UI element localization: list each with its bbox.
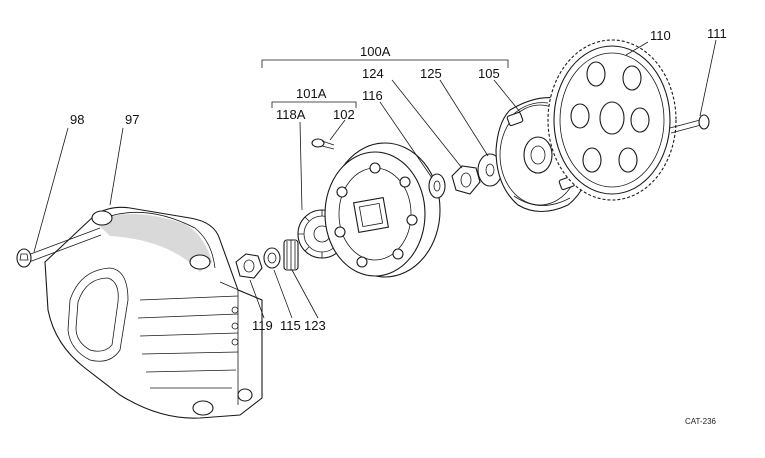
label-111: 111 — [707, 26, 727, 41]
part-124-nut — [451, 165, 481, 195]
label-124: 124 — [362, 66, 384, 81]
part-123-sprocket — [283, 239, 299, 271]
part-119-nut — [235, 253, 263, 279]
part-111-bolt — [669, 114, 710, 134]
label-98: 98 — [70, 112, 84, 127]
label-100A: 100A — [360, 44, 391, 59]
label-119: 119 — [252, 318, 273, 333]
label-97: 97 — [125, 112, 139, 127]
label-116: 116 — [362, 88, 383, 103]
part-116-washer — [428, 173, 446, 199]
label-125: 125 — [420, 66, 442, 81]
label-102: 102 — [333, 107, 355, 122]
label-115: 115 — [280, 318, 301, 333]
part-97-cover — [44, 206, 263, 419]
leader-lines — [33, 39, 717, 319]
label-101A: 101A — [296, 86, 327, 101]
part-98-bolt — [16, 227, 102, 268]
part-110-gear — [547, 39, 677, 201]
label-123: 123 — [304, 318, 326, 333]
catalog-code: CAT-236 — [685, 417, 717, 426]
label-105: 105 — [478, 66, 500, 81]
part-115-washer — [263, 247, 281, 269]
part-102-screw — [311, 138, 335, 150]
label-110: 110 — [650, 28, 671, 43]
label-118A: 118A — [276, 107, 306, 122]
part-101A-clutch-bell — [324, 142, 441, 278]
